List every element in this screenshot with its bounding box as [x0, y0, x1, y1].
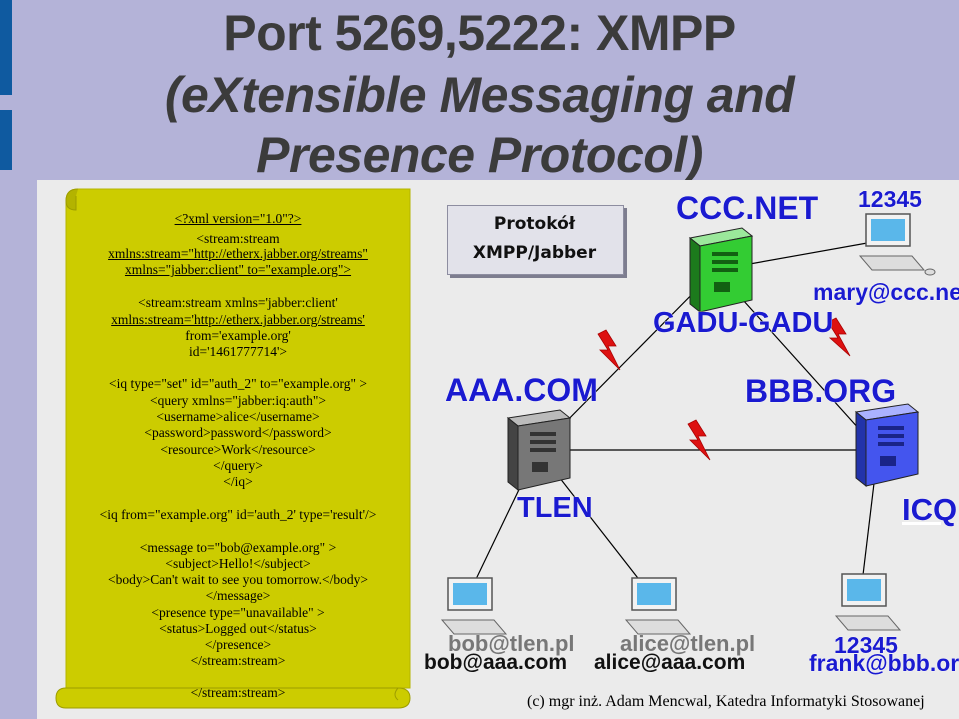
xml-line: <subject>Hello!</subject>	[165, 556, 311, 571]
client-alice-address: alice@aaa.com	[594, 651, 746, 674]
server-icq-icon	[854, 403, 920, 488]
xml-line: <?xml version="1.0"?>	[174, 211, 302, 226]
client-computer-bob-icon	[440, 577, 508, 635]
xml-line: </iq>	[223, 474, 253, 489]
xml-line: <stream:stream xmlns='jabber:client'	[138, 295, 338, 310]
xml-line: </query>	[213, 458, 263, 473]
xml-line: </stream:stream>	[190, 685, 286, 700]
decor-stripe	[0, 0, 12, 95]
xml-line: </stream:stream>	[190, 653, 286, 668]
protocol-box-line: XMPP/Jabber	[472, 243, 597, 263]
client-computer-frank-icon	[834, 573, 902, 631]
page-title: (eXtensible Messaging and	[164, 67, 795, 123]
xml-line: <body>Can't wait to see you tomorrow.</b…	[108, 572, 368, 587]
lightning-icon	[827, 317, 851, 357]
credit-text: (c) mgr inż. Adam Mencwal, Katedra Infor…	[527, 693, 925, 710]
server-ccc-label: CCC.NET	[676, 190, 819, 227]
decor-stripe	[0, 110, 12, 170]
xml-line: </presence>	[204, 637, 272, 652]
xml-line: xmlns:stream="http://etherx.jabber.org/s…	[108, 246, 368, 261]
client-mary-address: mary@ccc.net	[813, 279, 959, 306]
xml-line: from='example.org'	[185, 328, 291, 343]
lightning-icon	[687, 419, 711, 461]
protocol-box	[447, 205, 624, 275]
server-aaa-label: AAA.COM	[445, 372, 598, 409]
page-title: Presence Protocol)	[256, 127, 703, 183]
xml-line: id='1461777714'>	[188, 344, 288, 359]
xml-line: <password>password</password>	[144, 425, 332, 440]
xml-line: <presence type="unavailable" >	[151, 605, 325, 620]
xml-line: <query xmlns="jabber:iq:auth">	[150, 393, 326, 408]
server-bbb-label: BBB.ORG	[745, 373, 897, 410]
link-line	[547, 269, 717, 441]
xml-line: </message>	[205, 588, 271, 603]
client-bob-address: bob@tlen.pl	[448, 631, 575, 656]
server-tlen-icon	[506, 409, 572, 492]
client-mary-number: 12345	[858, 186, 923, 213]
xml-line: <iq type="set" id="auth_2" to="example.o…	[109, 376, 367, 391]
server-gadu-label: GADU-GADU	[653, 307, 834, 340]
server-icq-label: ICQ	[902, 492, 958, 528]
xml-line: <message to="bob@example.org" >	[139, 540, 337, 555]
xml-line: xmlns="jabber:client" to="example.org">	[124, 262, 352, 277]
client-bob-address: bob@aaa.com	[424, 651, 568, 674]
xml-line: <iq from="example.org" id='auth_2' type=…	[99, 507, 377, 522]
xml-line: <username>alice</username>	[156, 409, 320, 424]
xml-line: xmlns:stream='http://etherx.jabber.org/s…	[111, 312, 365, 327]
xml-line: <resource>Work</resource>	[160, 442, 316, 457]
xml-line: <stream:stream	[196, 231, 280, 246]
client-alice-address: alice@tlen.pl	[620, 631, 756, 656]
server-gadu-icon	[688, 227, 754, 314]
client-computer-alice-icon	[624, 577, 692, 635]
protocol-box-line: Protokół	[493, 214, 576, 234]
client-computer-mary-icon	[858, 213, 936, 276]
lightning-icon	[597, 329, 621, 371]
page-title: Port 5269,5222: XMPP	[223, 5, 736, 61]
server-tlen-label: TLEN	[517, 492, 593, 525]
client-frank-address: frank@bbb.org	[809, 650, 959, 677]
xml-line: <status>Logged out</status>	[159, 621, 317, 636]
client-frank-number: 12345	[834, 632, 899, 659]
